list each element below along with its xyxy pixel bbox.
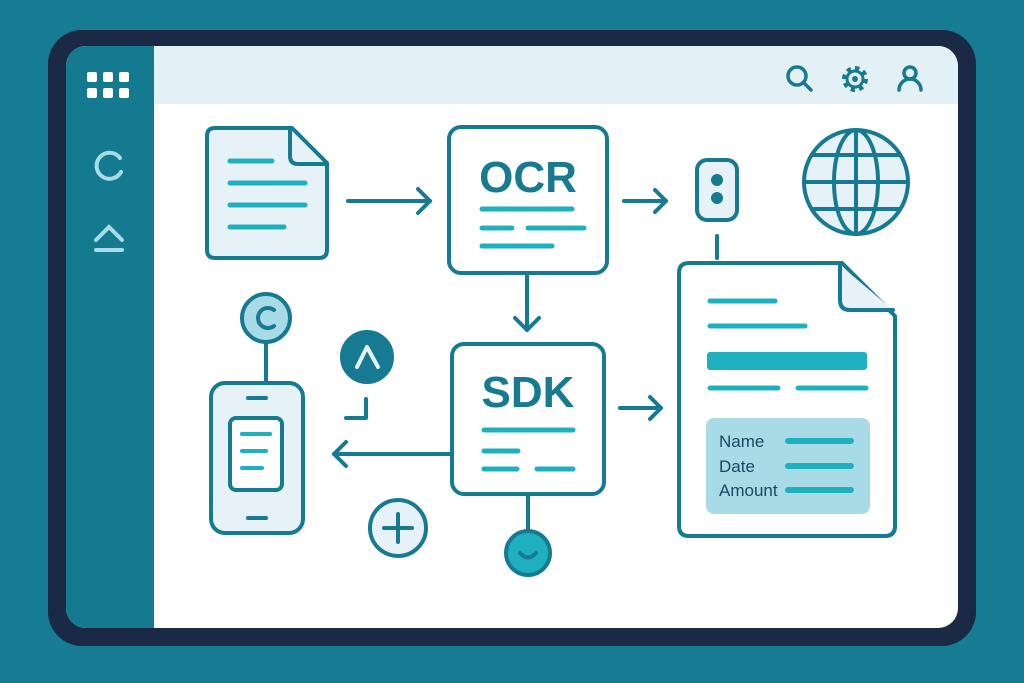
- form-field-date: Date: [719, 457, 755, 476]
- connector-line: [344, 397, 368, 420]
- sidebar: [66, 46, 154, 628]
- refresh-icon[interactable]: [94, 150, 123, 181]
- gear-icon[interactable]: [842, 66, 868, 92]
- ocr-label: OCR: [479, 153, 577, 202]
- eject-icon[interactable]: [94, 224, 124, 252]
- arrow-ocr-to-sdk: [513, 271, 541, 332]
- arrow-sdk-to-phone: [332, 440, 454, 468]
- phone-icon: [209, 338, 305, 535]
- arrow-sdk-to-doc: [618, 395, 663, 421]
- storage-device-icon: [695, 158, 739, 260]
- arrow-ocr-to-device: [622, 188, 668, 214]
- arrow-doc-to-ocr: [346, 187, 432, 215]
- user-icon[interactable]: [897, 65, 923, 92]
- sdk-status-icon: [504, 529, 552, 577]
- form-field-amount: Amount: [719, 481, 778, 500]
- globe-icon: [802, 128, 910, 236]
- sdk-label: SDK: [482, 368, 575, 417]
- apps-grid-icon[interactable]: [87, 72, 129, 98]
- top-bar: [154, 46, 958, 104]
- form-field-name: Name: [719, 432, 764, 451]
- sdk-box: [450, 342, 606, 496]
- caret-up-icon: [340, 330, 394, 384]
- source-document-icon: [205, 126, 329, 260]
- result-document: [677, 261, 897, 538]
- add-icon: [368, 498, 428, 558]
- search-icon[interactable]: [786, 65, 813, 92]
- copyright-icon: [240, 292, 292, 344]
